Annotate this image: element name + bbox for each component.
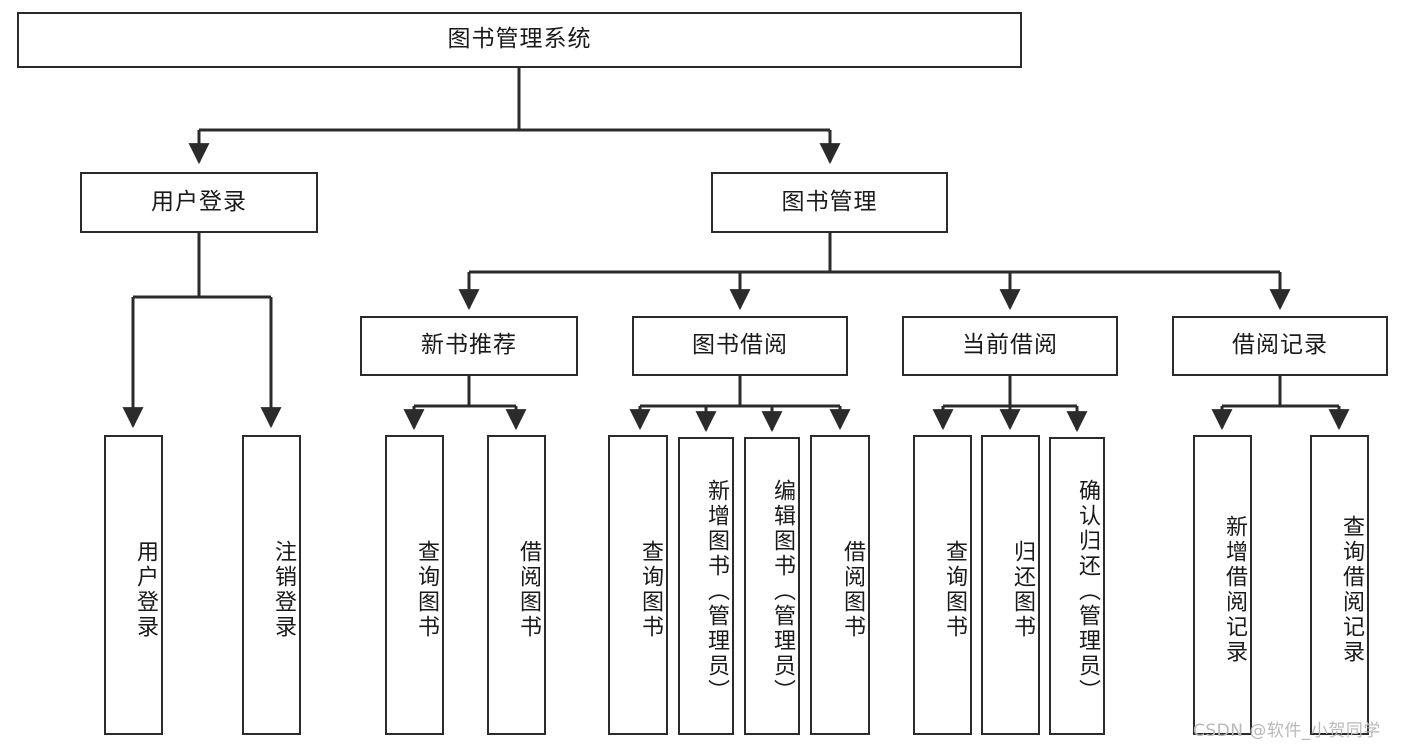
node-label: 新增图书（管理员） [704,478,729,704]
node-label: 借阅记录 [1232,332,1328,359]
node-label: 查询图书 [942,540,967,640]
node-leaf-return-book[interactable]: 归还图书 [981,435,1040,735]
node-label: 查询借阅记录 [1339,515,1364,665]
node-label: 查询图书 [638,540,663,640]
node-leaf-add-book-admin[interactable]: 新增图书（管理员） [678,437,734,735]
node-leaf-user-login[interactable]: 用户登录 [104,435,163,735]
node-leaf-query-book-recommend[interactable]: 查询图书 [385,435,444,735]
node-leaf-borrow-book[interactable]: 借阅图书 [810,435,870,735]
node-leaf-add-borrow-record[interactable]: 新增借阅记录 [1193,435,1252,735]
node-label: 用户登录 [133,540,158,640]
node-leaf-borrow-book-recommend[interactable]: 借阅图书 [487,435,546,735]
node-label: 新增借阅记录 [1222,515,1247,665]
node-book-borrow[interactable]: 图书借阅 [632,316,848,376]
node-leaf-confirm-return-admin[interactable]: 确认归还（管理员） [1049,437,1105,735]
node-label: 用户登录 [151,188,247,215]
node-label: 借阅图书 [840,540,865,640]
node-book-management[interactable]: 图书管理 [711,172,948,233]
node-label: 图书借阅 [692,332,788,359]
node-label: 当前借阅 [962,332,1058,359]
node-label: 图书管理系统 [447,26,592,53]
node-label: 借阅图书 [516,540,541,640]
node-leaf-query-book-current[interactable]: 查询图书 [913,435,972,735]
node-borrow-record[interactable]: 借阅记录 [1172,316,1388,376]
node-root-book-management-system[interactable]: 图书管理系统 [17,12,1022,68]
node-label: 归还图书 [1010,540,1035,640]
node-label: 注销登录 [271,540,296,640]
node-label: 编辑图书（管理员） [770,478,795,704]
csdn-watermark: CSDN @软件_小贺同学 [1193,721,1381,741]
node-leaf-edit-book-admin[interactable]: 编辑图书（管理员） [744,437,800,735]
node-label: 查询图书 [414,540,439,640]
node-user-login[interactable]: 用户登录 [80,172,318,233]
node-current-borrow[interactable]: 当前借阅 [902,316,1118,376]
node-leaf-query-book-borrow[interactable]: 查询图书 [608,435,668,735]
node-label: 新书推荐 [421,332,517,359]
node-leaf-logout[interactable]: 注销登录 [242,435,301,735]
node-new-book-recommend[interactable]: 新书推荐 [360,316,578,376]
node-label: 确认归还（管理员） [1075,478,1100,704]
node-label: 图书管理 [781,188,878,215]
node-leaf-query-borrow-record[interactable]: 查询借阅记录 [1310,435,1369,735]
